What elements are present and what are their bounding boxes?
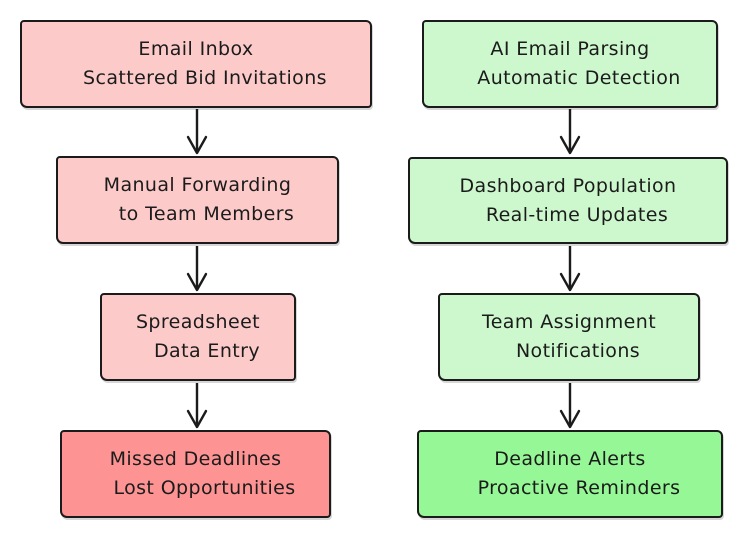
- box-manual-forwarding: Manual Forwarding to Team Members: [56, 156, 339, 244]
- box-text-line: Real-time Updates: [485, 203, 669, 226]
- box-spreadsheet: Spreadsheet Data Entry: [100, 293, 296, 381]
- box-text-line: Spreadsheet: [135, 311, 261, 333]
- arrow-down-icon: [557, 109, 583, 155]
- box-text-line: Dashboard Population: [459, 174, 677, 197]
- box-missed-deadlines: Missed Deadlines Lost Opportunities: [60, 430, 331, 518]
- arrow-down-icon: [184, 109, 210, 155]
- box-deadline-alerts: Deadline Alerts Proactive Reminders: [417, 430, 723, 518]
- box-text-line: Automatic Detection: [477, 67, 681, 89]
- box-text-line: AI Email Parsing: [490, 38, 650, 60]
- box-text-line: Notifications: [515, 340, 641, 362]
- arrow-down-icon: [184, 383, 210, 429]
- box-text-line: Email Inbox: [138, 38, 254, 60]
- box-email-inbox: Email Inbox Scattered Bid Invitations: [20, 20, 372, 108]
- box-text-line: Scattered Bid Invitations: [83, 67, 327, 89]
- box-ai-email-parsing: AI Email Parsing Automatic Detection: [422, 20, 718, 108]
- arrow-down-icon: [557, 383, 583, 429]
- box-text-line: Proactive Reminders: [477, 477, 681, 499]
- box-text-line: to Team Members: [118, 203, 295, 225]
- box-text-line: Lost Opportunities: [113, 477, 296, 499]
- arrow-down-icon: [557, 246, 583, 292]
- box-dashboard-population: Dashboard Population Real-time Updates: [408, 157, 728, 244]
- box-text-line: Data Entry: [154, 340, 260, 362]
- arrow-down-icon: [184, 246, 210, 292]
- box-team-assignment: Team Assignment Notifications: [438, 293, 700, 381]
- box-text-line: Team Assignment: [481, 311, 657, 333]
- box-text-line: Missed Deadlines: [109, 448, 282, 470]
- box-text-line: Deadline Alerts: [494, 448, 646, 470]
- box-text-line: Manual Forwarding: [103, 174, 292, 196]
